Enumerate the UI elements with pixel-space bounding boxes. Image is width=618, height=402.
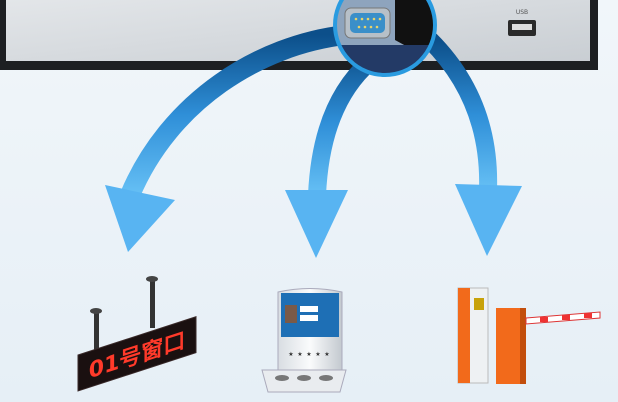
svg-text:★: ★ bbox=[324, 351, 329, 358]
svg-text:★: ★ bbox=[297, 351, 302, 358]
arrow-left bbox=[105, 25, 347, 252]
led-sign-text: 01号窗口 bbox=[89, 327, 186, 385]
arrow-right bbox=[423, 33, 522, 256]
evaluation-kiosk: ★ ★ ★ ★ ★ bbox=[261, 288, 347, 393]
photo bbox=[285, 305, 297, 323]
serial-connector-icon bbox=[333, 0, 437, 77]
barrier-gate bbox=[457, 287, 601, 384]
svg-text:★: ★ bbox=[315, 351, 320, 358]
device-panel: USB bbox=[0, 0, 598, 70]
led-sign: 01号窗口 bbox=[77, 276, 197, 392]
svg-text:★: ★ bbox=[288, 351, 293, 358]
star-rating: ★ ★ ★ ★ ★ bbox=[288, 351, 329, 358]
usb-label: USB bbox=[516, 9, 528, 16]
svg-text:★: ★ bbox=[306, 351, 311, 358]
arrow-middle bbox=[285, 42, 391, 258]
